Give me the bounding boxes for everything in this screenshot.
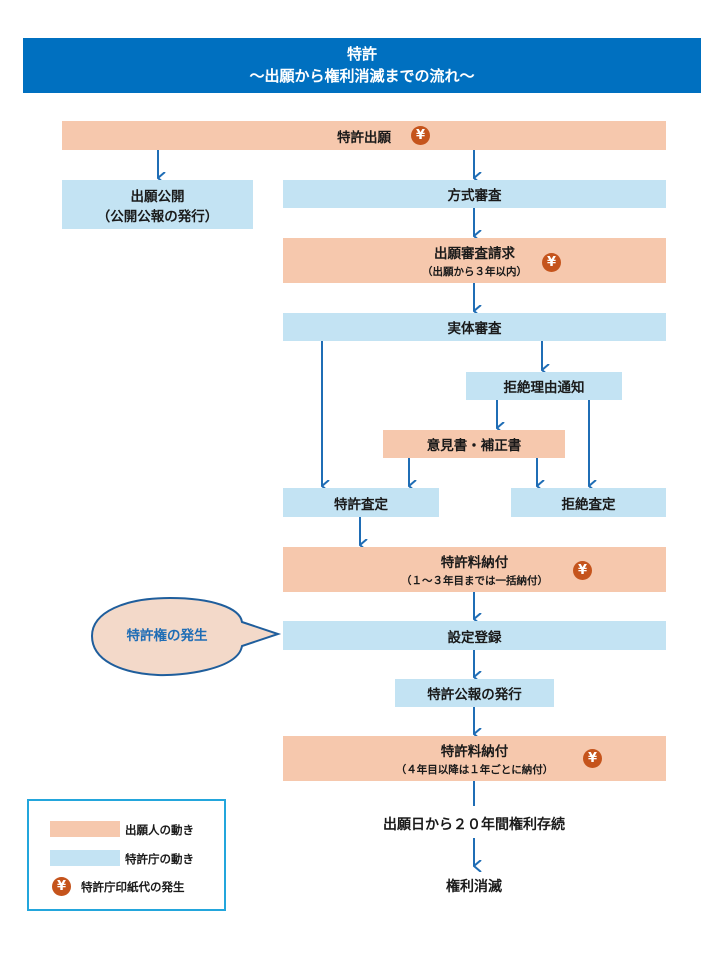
legend-label-office: 特許庁の動き (125, 852, 194, 866)
legend-swatch-applicant (50, 821, 120, 837)
legend-label-fee: 特許庁印紙代の発生 (81, 880, 185, 894)
step-gazette-label: 特許公報の発行 (427, 687, 522, 703)
callout-label: 特許権の発生 (126, 628, 208, 644)
step-exam-request: 出願審査請求 （出願から３年以内） (283, 238, 666, 283)
step-rejection-label: 拒絶査定 (561, 496, 616, 513)
diagram-title: 特許 ～出願から権利消滅までの流れ～ (23, 38, 701, 93)
step-rejection-notice-label: 拒絶理由通知 (503, 380, 585, 396)
step-fee1: 特許料納付 （１～３年目までは一括納付） (283, 547, 666, 592)
step-formality: 方式審査 (283, 180, 666, 208)
yen-icon: ¥ (52, 877, 71, 896)
step-registration: 設定登録 (283, 621, 666, 650)
yen-icon: ¥ (411, 126, 430, 145)
step-exam-request-label: 出願審査請求 (434, 246, 515, 262)
title-line-2: ～出願から権利消滅までの流れ～ (249, 67, 475, 85)
legend: 出願人の動き 特許庁の動き ¥ 特許庁印紙代の発生 (27, 799, 226, 911)
step-formality-label: 方式審査 (447, 188, 502, 204)
step-expiry: 権利消滅 (446, 879, 502, 895)
step-publication-label: 出願公開 (130, 188, 185, 205)
step-fee2: 特許料納付 （４年目以降は１年ごとに納付） (283, 736, 666, 781)
step-rejection: 拒絶査定 (511, 488, 666, 517)
step-gazette: 特許公報の発行 (395, 679, 554, 707)
step-fee1-sub: （１～３年目までは一括納付） (401, 575, 548, 587)
legend-label-applicant: 出願人の動き (125, 823, 194, 837)
step-filing: 特許出願 (62, 121, 666, 150)
step-publication-sub: （公開公報の発行） (96, 208, 219, 225)
step-fee2-label: 特許料納付 (440, 744, 509, 760)
step-exam-request-sub: （出願から３年以内） (422, 266, 527, 278)
callout-bubble (90, 596, 282, 677)
step-substantive: 実体審査 (283, 313, 666, 341)
step-substantive-label: 実体審査 (447, 321, 502, 337)
yen-icon: ¥ (583, 749, 602, 768)
yen-icon: ¥ (573, 561, 592, 580)
step-response-label: 意見書・補正書 (426, 438, 522, 454)
title-line-1: 特許 (346, 45, 377, 63)
step-fee2-sub: （４年目以降は１年ごとに納付） (395, 764, 554, 776)
step-filing-label: 特許出願 (337, 129, 391, 146)
step-registration-label: 設定登録 (447, 629, 502, 646)
step-rejection-notice: 拒絶理由通知 (466, 372, 622, 400)
step-publication: 出願公開 （公開公報の発行） (62, 180, 253, 229)
step-fee1-label: 特許料納付 (440, 555, 509, 571)
step-grant-label: 特許査定 (334, 496, 388, 513)
step-grant: 特許査定 (283, 488, 439, 517)
step-duration: 出願日から２０年間権利存続 (383, 817, 565, 833)
step-response: 意見書・補正書 (383, 430, 565, 458)
legend-swatch-office (50, 850, 120, 866)
yen-icon: ¥ (542, 253, 561, 272)
